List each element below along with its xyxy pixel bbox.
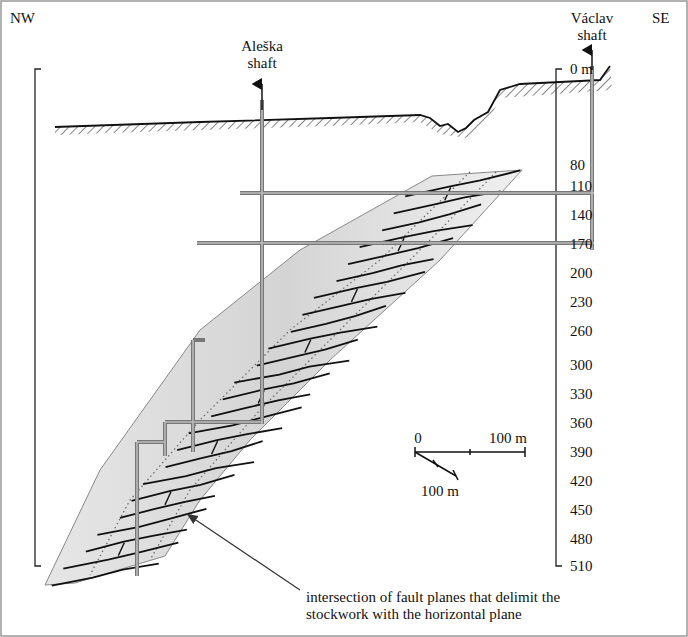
depth-bracket <box>35 69 41 566</box>
depth-label: 450 <box>570 502 593 519</box>
ground-surface <box>55 66 610 132</box>
fault-line <box>351 289 357 302</box>
depth-label: 140 <box>570 207 593 224</box>
depth-label: 260 <box>570 323 593 340</box>
scale-bar <box>415 447 525 480</box>
fault-line <box>234 361 349 383</box>
fault-line <box>52 564 159 586</box>
dotted-boundary <box>150 172 496 560</box>
depth-label: 110 <box>570 178 592 195</box>
shaft-arrow <box>261 84 263 110</box>
fault-line <box>143 462 254 484</box>
fault-line <box>305 340 311 353</box>
fault-line <box>314 272 425 298</box>
mine-workings-highlight <box>137 66 594 576</box>
fault-line <box>268 327 377 349</box>
shaft-label: Václav shaft <box>562 10 622 44</box>
direction-label: SE <box>652 10 670 27</box>
depth-bracket <box>556 69 562 566</box>
depth-label: 300 <box>570 357 593 374</box>
depth-label: 360 <box>570 415 593 432</box>
fault-line <box>118 543 124 556</box>
depth-label: 80 <box>570 157 585 174</box>
stockwork-zone <box>45 170 522 585</box>
fault-line <box>337 259 434 281</box>
fault-line <box>212 441 218 454</box>
fault-line <box>63 543 178 569</box>
direction-label: NW <box>10 10 35 27</box>
depth-label: 170 <box>570 236 593 253</box>
scale-label: 0 <box>414 430 422 447</box>
depth-label: 200 <box>570 265 593 282</box>
fault-lines <box>52 170 520 585</box>
shaft-label: Aleška shaft <box>232 38 292 72</box>
ground-hatching <box>55 66 612 138</box>
scale-label: 100 m <box>421 483 459 500</box>
dotted-boundary <box>90 172 470 575</box>
depth-label: 230 <box>570 294 593 311</box>
fault-line <box>131 475 234 501</box>
depth-label: 480 <box>570 531 593 548</box>
fault-line <box>97 509 206 535</box>
depth-label: 420 <box>570 473 593 490</box>
depth-label: 510 <box>570 558 593 575</box>
depth-label: 390 <box>570 444 593 461</box>
leader-line <box>187 514 300 590</box>
scale-label: 100 m <box>489 430 527 447</box>
depth-label: 0 m <box>570 61 593 78</box>
mine-workings <box>137 66 594 576</box>
fault-line <box>223 373 330 399</box>
fault-line <box>165 492 171 505</box>
callout-note: intersection of fault planes that delimi… <box>306 589 568 623</box>
depth-label: 330 <box>570 386 593 403</box>
